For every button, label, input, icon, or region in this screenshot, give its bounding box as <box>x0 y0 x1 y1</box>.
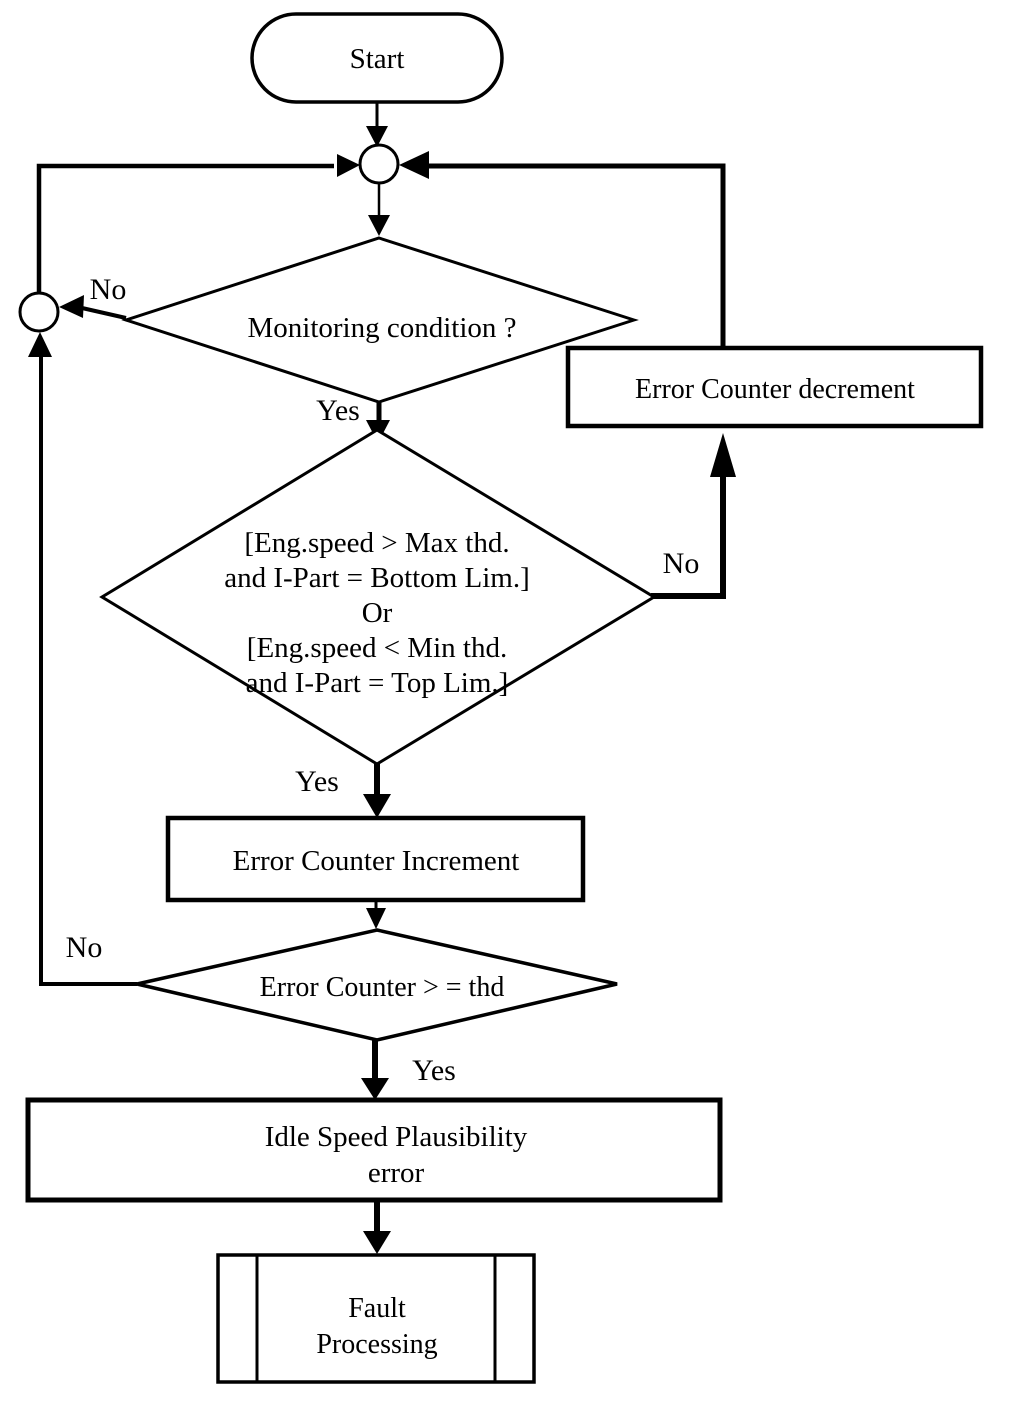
monitoring-no-label: No <box>90 273 127 306</box>
speed-line-5: and I-Part = Top Lim.] <box>246 667 509 699</box>
fault-line-2: Processing <box>316 1329 437 1360</box>
arrowhead-left-icon <box>59 295 84 318</box>
edge-threshold-no <box>28 332 137 986</box>
arrowhead-up-icon <box>28 332 52 357</box>
idle-error-line-1: Idle Speed Plausibility <box>265 1121 528 1153</box>
speed-line-4: [Eng.speed < Min thd. <box>247 632 507 664</box>
speed-line-1: [Eng.speed > Max thd. <box>244 527 509 559</box>
edge-left-connector-to-junction <box>36 154 360 294</box>
edge-start-to-junction <box>366 102 388 147</box>
arrowhead-left-icon <box>399 151 429 179</box>
speed-yes-label: Yes <box>295 765 339 798</box>
node-monitoring-decision: Monitoring condition ? <box>121 236 639 404</box>
node-start: Start <box>250 12 504 104</box>
monitoring-yes-label: Yes <box>316 394 360 427</box>
arrowhead-down-icon <box>366 126 388 147</box>
arrowhead-down-icon <box>366 908 386 929</box>
edge-monitoring-no <box>59 295 127 320</box>
threshold-yes-label: Yes <box>412 1054 456 1087</box>
node-threshold-decision: Error Counter > = thd <box>136 928 618 1042</box>
node-speed-ipart-decision: [Eng.speed > Max thd. and I-Part = Botto… <box>99 428 657 766</box>
increment-label: Error Counter Increment <box>233 845 520 877</box>
speed-no-label: No <box>663 547 700 580</box>
speed-line-2: and I-Part = Bottom Lim.] <box>224 562 530 594</box>
arrowhead-down-icon <box>368 215 390 236</box>
fault-line-1: Fault <box>348 1293 406 1324</box>
arrowhead-up-icon <box>710 433 736 477</box>
edge-threshold-yes <box>361 1040 389 1100</box>
decrement-label: Error Counter decrement <box>635 374 915 405</box>
edge-speed-yes <box>363 763 391 818</box>
edge-junction-to-monitoring <box>368 183 390 236</box>
node-idle-speed-plausibility-error: Idle Speed Plausibility error <box>25 1097 723 1203</box>
arrowhead-right-icon <box>337 154 360 177</box>
junction-connector-left <box>18 291 60 333</box>
arrowhead-down-icon <box>363 1231 391 1254</box>
node-error-counter-increment: Error Counter Increment <box>165 815 586 903</box>
edge-speed-no <box>651 433 736 599</box>
speed-line-3: Or <box>362 597 393 629</box>
junction-connector-top <box>358 143 400 185</box>
idle-error-line-2: error <box>368 1157 425 1189</box>
arrowhead-down-icon <box>363 794 391 818</box>
node-fault-processing: Fault Processing <box>216 1253 536 1384</box>
edge-idle-to-fault <box>363 1200 391 1254</box>
edge-increment-to-threshold <box>366 900 386 929</box>
node-error-counter-decrement: Error Counter decrement <box>565 345 984 429</box>
threshold-no-label: No <box>66 931 103 964</box>
arrowhead-down-icon <box>361 1078 389 1100</box>
threshold-label: Error Counter > = thd <box>260 972 505 1003</box>
edge-decrement-to-junction <box>399 151 726 349</box>
start-label: Start <box>350 43 405 75</box>
monitoring-label: Monitoring condition ? <box>247 312 516 344</box>
